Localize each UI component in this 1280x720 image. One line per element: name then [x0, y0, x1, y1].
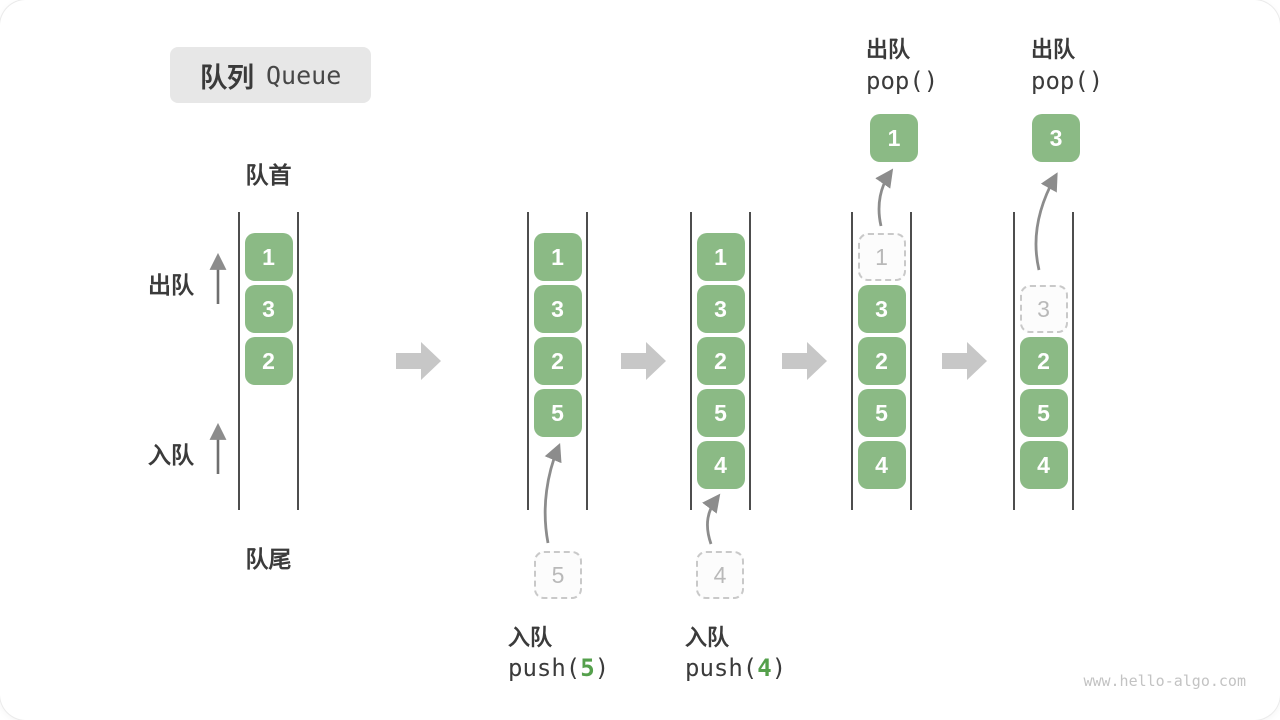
queue-wall	[690, 212, 692, 510]
queue-cell: 5	[1019, 389, 1068, 437]
dequeue-op-label: 出队	[866, 37, 911, 62]
queue-wall	[1013, 212, 1015, 510]
queue-cell: 1	[533, 233, 582, 281]
queue-state-3: 1 3 2 5 4	[690, 212, 751, 510]
dequeue-side-label: 出队	[148, 272, 194, 298]
queue-state-4: 1 3 2 5 4	[851, 212, 912, 510]
state-transition-arrow	[396, 342, 441, 380]
incoming-element: 4	[696, 551, 744, 599]
queue-cell: 2	[1019, 337, 1068, 385]
title-box: 队列 Queue	[170, 47, 372, 103]
dequeue-op-label: 出队	[1031, 37, 1076, 62]
queue-front-label: 队首	[245, 162, 292, 188]
state-transition-arrow	[942, 342, 987, 380]
popped-element: 3	[1032, 114, 1080, 162]
queue-cell: 3	[696, 285, 745, 333]
removed-element-slot: 1	[857, 233, 906, 281]
pop1-code: pop()	[866, 67, 939, 95]
queue-wall	[1072, 212, 1074, 510]
enqueue-op-label: 入队	[508, 625, 553, 650]
queue-state-2: 1 3 2 5	[527, 212, 588, 510]
state-transition-arrow	[782, 342, 827, 380]
title-english: Queue	[266, 60, 342, 90]
queue-cell: 3	[857, 285, 906, 333]
queue-wall	[851, 212, 853, 510]
push4-code: push(4)	[685, 654, 786, 682]
queue-rear-label: 队尾	[245, 546, 292, 572]
popped-element: 1	[870, 114, 918, 162]
queue-wall	[586, 212, 588, 510]
enqueue-side-label: 入队	[148, 442, 194, 468]
queue-cell: 2	[857, 337, 906, 385]
queue-cell: 2	[533, 337, 582, 385]
queue-wall	[910, 212, 912, 510]
code-text: push(	[685, 654, 758, 682]
queue-state-5: 3 2 5 4	[1013, 212, 1074, 510]
queue-cell: 3	[533, 285, 582, 333]
title-chinese: 队列	[200, 62, 254, 93]
state-transition-arrow	[621, 342, 666, 380]
push5-code: push(5)	[508, 654, 609, 682]
code-text: )	[594, 654, 610, 682]
queue-wall	[749, 212, 751, 510]
removed-element-slot: 3	[1019, 285, 1068, 333]
code-arg: 4	[757, 654, 772, 682]
code-arg: 5	[580, 654, 595, 682]
queue-cell: 2	[244, 337, 293, 385]
queue-cell: 2	[696, 337, 745, 385]
queue-cell: 5	[857, 389, 906, 437]
queue-cell: 1	[244, 233, 293, 281]
queue-cell: 1	[696, 233, 745, 281]
queue-cell: 4	[1019, 441, 1068, 489]
incoming-element: 5	[534, 551, 582, 599]
code-text: push(	[508, 654, 581, 682]
queue-wall	[297, 212, 299, 510]
pop2-code: pop()	[1031, 67, 1104, 95]
queue-wall	[527, 212, 529, 510]
queue-state-1: 1 3 2	[238, 212, 299, 510]
queue-cell: 5	[533, 389, 582, 437]
queue-wall	[238, 212, 240, 510]
enqueue-op-label: 入队	[685, 625, 730, 650]
watermark: www.hello-algo.com	[1083, 672, 1246, 690]
queue-cell: 4	[857, 441, 906, 489]
queue-cell: 3	[244, 285, 293, 333]
code-text: )	[771, 654, 787, 682]
queue-cell: 4	[696, 441, 745, 489]
queue-cell: 5	[696, 389, 745, 437]
